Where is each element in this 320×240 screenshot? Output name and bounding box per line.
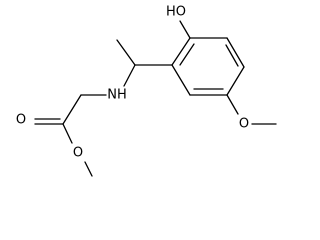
bond-ring-c4-c5 xyxy=(226,66,245,96)
bond-ethyl-amine xyxy=(123,64,136,87)
bond-methylene-carbonyl xyxy=(62,94,82,125)
bond-ring-double-c1-c2 xyxy=(179,43,195,66)
methoxy-oxygen-label: O xyxy=(239,117,249,132)
amine-label: NH xyxy=(107,88,127,103)
ester-oxygen-label: O xyxy=(73,146,83,161)
bond-ring-hydroxyl xyxy=(179,20,191,39)
bond-carbonyl-ester-oxygen xyxy=(62,123,73,144)
benzene-ring xyxy=(171,37,245,96)
hydroxyl-label: HO xyxy=(166,5,186,20)
bond-ring-double-c3-c4 xyxy=(225,44,239,67)
chemical-structure: HO O NH O O xyxy=(16,5,277,177)
bond-ring-methoxy-oxygen xyxy=(226,94,239,115)
bond-ring-c3-c4 xyxy=(226,37,245,68)
bond-ethyl-methyl xyxy=(116,39,136,66)
bond-ester-methyl xyxy=(84,161,93,177)
bond-ring-c6-c1 xyxy=(171,64,191,96)
bond-ring-c1-c2 xyxy=(171,37,191,66)
carbonyl-oxygen-label: O xyxy=(16,113,26,128)
